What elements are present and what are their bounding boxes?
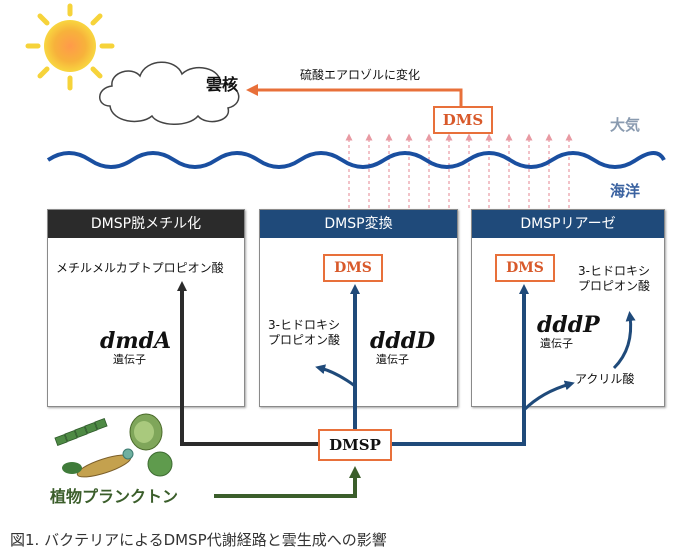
panel-conversion-title: DMSP変換 — [260, 210, 457, 238]
ocean-wave — [46, 151, 666, 169]
cloud-nucleus-label: 雲核 — [206, 75, 239, 94]
aerosol-arrow — [246, 84, 463, 107]
dmsp-box: DMSP — [318, 429, 392, 461]
hydroxypropionate-label-right: 3-ヒドロキシ プロピオン酸 — [578, 264, 651, 293]
phytoplankton-label: 植物プランクトン — [50, 487, 179, 506]
hydroxypropionate-label-mid: 3-ヒドロキシ プロピオン酸 — [268, 318, 341, 347]
ocean-label: 海洋 — [610, 182, 641, 200]
aerosol-change-label: 硫酸エアロゾルに変化 — [300, 68, 421, 82]
atmosphere-label: 大気 — [610, 116, 641, 134]
panel-demethylation: DMSP脱メチル化 — [47, 209, 245, 407]
dms-box-lyase: DMS — [495, 254, 555, 282]
dms-box-conversion: DMS — [323, 254, 383, 282]
phytoplankton-image — [54, 413, 173, 478]
gene-dmdA-sub: 遺伝子 — [113, 353, 146, 366]
panel-lyase-title: DMSPリアーゼ — [472, 210, 664, 238]
gene-dddP: dddP — [537, 312, 600, 338]
cloud-icon — [99, 61, 240, 125]
gene-dddP-sub: 遺伝子 — [540, 337, 573, 350]
methylmercaptopropionate-label: メチルメルカプトプロピオン酸 — [56, 261, 224, 275]
gene-dmdA: dmdA — [100, 328, 172, 354]
panel-demethylation-title: DMSP脱メチル化 — [48, 210, 244, 238]
sun-icon — [25, 3, 115, 91]
acrylic-acid-label: アクリル酸 — [575, 372, 635, 386]
panel-lyase: DMSPリアーゼ — [471, 209, 665, 407]
dms-atmosphere-box: DMS — [433, 106, 493, 134]
figure-caption: 図1. バクテリアによるDMSP代謝経路と雲生成への影響 — [10, 531, 387, 549]
gene-dddD-sub: 遺伝子 — [376, 353, 409, 366]
panel-conversion: DMSP変換 — [259, 209, 458, 407]
gene-dddD: dddD — [370, 328, 436, 354]
